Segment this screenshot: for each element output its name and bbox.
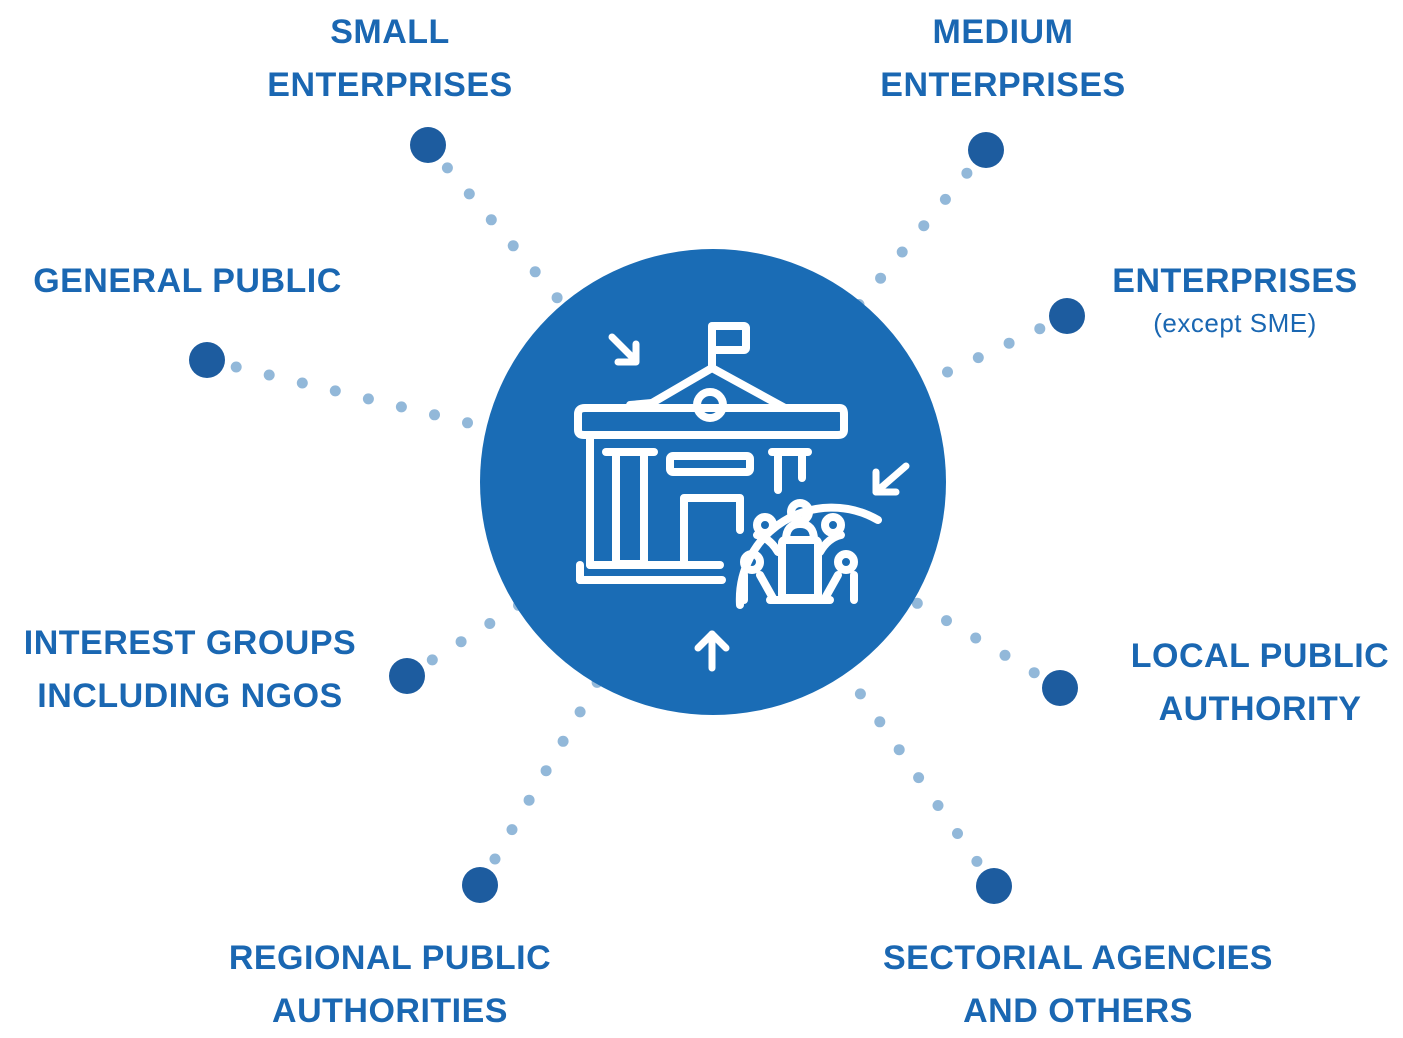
connector-dot [854, 688, 866, 700]
connector-dot [489, 853, 501, 865]
connector-dot [362, 393, 374, 405]
label-sectorial-agencies: SECTORIAL AGENCIES AND OTHERS [848, 932, 1308, 1038]
connector-dot [329, 385, 341, 397]
label-line: LOCAL PUBLIC [1130, 637, 1390, 675]
connector-dot [896, 246, 908, 258]
label-line: SECTORIAL AGENCIES [883, 939, 1273, 977]
connector-dot [485, 214, 497, 226]
connector-dot [1034, 323, 1046, 335]
connector-dot [540, 765, 552, 777]
label-line: INTEREST GROUPS [23, 624, 357, 662]
connector-dot [941, 615, 952, 627]
connector-dot [893, 744, 905, 756]
node-small [410, 127, 446, 163]
connector-dot [506, 824, 518, 836]
arrow-in-right-icon [872, 462, 910, 496]
connector-dot [971, 855, 983, 867]
label-interest-groups: INTEREST GROUPS INCLUDING NGOS [0, 617, 380, 723]
label-line: ENTERPRISES [1112, 262, 1358, 300]
connector-dot [426, 654, 438, 666]
arrow-in-top-left-icon [608, 333, 640, 366]
connector-dot [263, 369, 275, 381]
label-line: SMALL [330, 13, 450, 51]
arrow-up-icon [694, 630, 730, 672]
connector-dot [875, 272, 887, 284]
label-line: INCLUDING NGOS [37, 677, 343, 715]
node-general [189, 342, 225, 378]
connector-dot [429, 409, 440, 421]
node-local [1042, 670, 1078, 706]
label-line: MEDIUM [932, 13, 1074, 51]
connector-dot [557, 735, 569, 747]
connector-dot [455, 636, 467, 648]
connector-dot [972, 352, 984, 364]
connectors [230, 162, 1046, 867]
label-enterprises: ENTERPRISES (except SME) [1090, 255, 1380, 338]
connector-dot [1003, 337, 1015, 349]
connector-dot [463, 188, 475, 200]
connector-dot [952, 828, 963, 839]
label-medium-enterprises: MEDIUM ENTERPRISES [853, 6, 1153, 112]
connector-dot [574, 706, 586, 718]
connector-dot [551, 292, 563, 304]
connector-dot [913, 772, 925, 784]
connector-dot [918, 220, 930, 232]
connector-dot [1028, 667, 1040, 679]
connector-dot [462, 417, 473, 429]
node-regional [462, 867, 498, 903]
connector-dot [441, 162, 453, 174]
node-sectorial [976, 868, 1012, 904]
label-line: REGIONAL PUBLIC [228, 939, 552, 977]
connector-dot [970, 632, 982, 644]
label-line: GENERAL PUBLIC [33, 262, 342, 300]
connector-dot [529, 266, 541, 278]
connector-dot [939, 193, 951, 205]
connector-dot [523, 794, 535, 806]
label-line: AUTHORITIES [272, 992, 508, 1030]
connector-dot [230, 361, 242, 373]
connector-dot [942, 366, 953, 378]
label-small-enterprises: SMALL ENTERPRISES [240, 6, 540, 112]
connector-dot [484, 618, 496, 629]
node-enterprises [1049, 298, 1085, 334]
label-subline: (except SME) [1153, 308, 1317, 338]
government-building-meeting-icon [574, 322, 882, 609]
label-local-public-authority: LOCAL PUBLIC AUTHORITY [1110, 630, 1403, 736]
label-line: ENTERPRISES [880, 66, 1126, 104]
connector-dot [874, 716, 886, 728]
label-line: AUTHORITY [1158, 690, 1362, 728]
node-interest [389, 658, 425, 694]
connector-dot [507, 240, 519, 252]
label-line: ENTERPRISES [267, 66, 513, 104]
label-regional-public-authorities: REGIONAL PUBLIC AUTHORITIES [200, 932, 580, 1038]
connector-dot [911, 597, 923, 609]
connector-dot [395, 401, 407, 413]
connector-dot [296, 377, 308, 389]
label-line: AND OTHERS [963, 992, 1193, 1030]
connector-dot [932, 800, 944, 811]
node-medium [968, 132, 1004, 168]
nodes [189, 127, 1085, 904]
connector-dot [961, 167, 973, 179]
connector-dot [999, 649, 1011, 661]
label-general-public: GENERAL PUBLIC [10, 255, 365, 308]
